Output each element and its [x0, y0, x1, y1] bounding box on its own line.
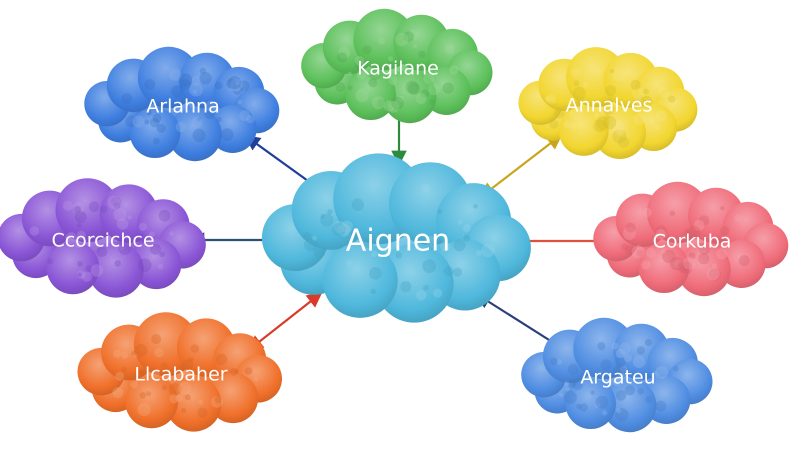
cloud-top-right[interactable]: Annalves	[518, 47, 698, 159]
cloud-top-left-label: Arlahna	[146, 96, 219, 118]
connector-layer	[188, 117, 604, 351]
cloud-bottom-left-label: Llcabaher	[134, 364, 227, 386]
cloud-left-label: Ccorcichce	[51, 230, 154, 252]
cloud-left[interactable]: Ccorcichce	[0, 178, 206, 298]
cloud-bottom-right[interactable]: Argateu	[521, 317, 713, 433]
cloud-bottom-right-label: Argateu	[580, 367, 655, 389]
cloud-right-label: Corkuba	[653, 231, 732, 253]
cloud-top-right-label: Annalves	[566, 95, 653, 117]
central-cloud-label: Aignen	[346, 224, 450, 259]
cloud-top-left[interactable]: Arlahna	[84, 46, 280, 162]
cloud-bottom-left[interactable]: Llcabaher	[77, 312, 283, 432]
cloud-top-label: Kagilane	[357, 58, 439, 80]
connector-top-right	[479, 134, 563, 198]
connector-bottom-left	[247, 292, 323, 351]
connector-bottom-right	[475, 293, 558, 346]
cloud-top[interactable]: Kagilane	[301, 8, 493, 124]
central-cloud[interactable]: Aignen	[261, 153, 531, 323]
cloud-right[interactable]: Corkuba	[593, 181, 789, 297]
